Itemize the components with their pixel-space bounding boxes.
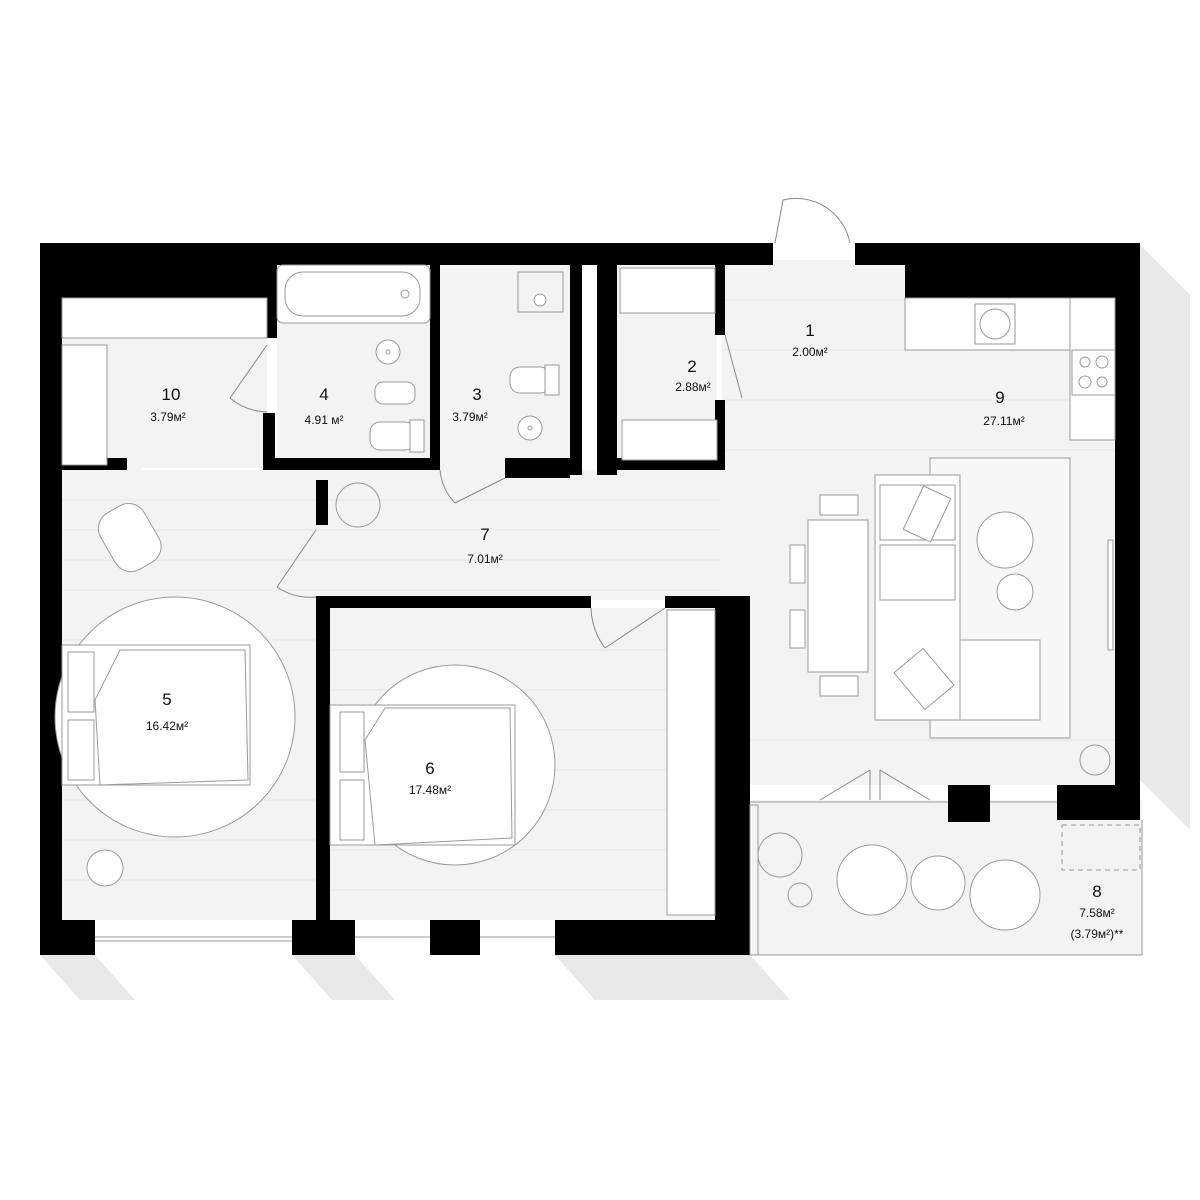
bathtub-icon [276, 264, 431, 324]
svg-text:7.01м²: 7.01м² [467, 552, 503, 566]
svg-text:(3.79м²)**: (3.79м²)** [1071, 927, 1124, 941]
door-icon [439, 469, 506, 504]
svg-text:2: 2 [687, 357, 696, 376]
wardrobe-icon [619, 267, 718, 461]
room-8-label: 8 7.58м² (3.79м²)** [1071, 882, 1124, 941]
doors [229, 197, 931, 801]
svg-text:3.79м²: 3.79м² [452, 410, 488, 424]
door-icon [276, 529, 317, 598]
plant-icon [757, 832, 813, 908]
svg-text:6: 6 [425, 759, 434, 778]
svg-text:27.11м²: 27.11м² [983, 414, 1024, 428]
plant-icon [335, 482, 1111, 776]
armchair-icon [836, 844, 1041, 931]
toilet-icon [509, 364, 560, 396]
sink-icon [517, 415, 543, 441]
storage-box [1061, 824, 1141, 871]
door-icon [590, 607, 666, 649]
room-labels: 1 2.00м² 2 2.88м² 3 3.79м² 4 4.91 м² 5 1… [146, 321, 1124, 941]
room-5-label: 5 16.42м² [146, 690, 188, 733]
wardrobe-icon [61, 297, 268, 466]
svg-text:3: 3 [472, 385, 481, 404]
sofa-icon [874, 474, 1041, 721]
coffee-table [976, 511, 1034, 611]
stove-icon [1071, 349, 1116, 396]
side-table [910, 855, 966, 911]
tv-icon [1107, 539, 1114, 651]
svg-text:4.91 м²: 4.91 м² [305, 413, 344, 427]
svg-text:3.79м²: 3.79м² [150, 410, 186, 424]
room-1-label: 1 2.00м² [792, 321, 828, 359]
furniture [54, 264, 1141, 931]
svg-text:16.42м²: 16.42м² [146, 719, 188, 733]
room-9-label: 9 27.11м² [983, 388, 1024, 428]
room-7-label: 7 7.01м² [467, 525, 503, 566]
svg-text:10: 10 [162, 385, 181, 404]
bed-icon [329, 704, 516, 846]
room-2-label: 2 2.88м² [675, 357, 711, 394]
svg-text:7: 7 [480, 525, 489, 544]
bed-icon [61, 644, 251, 786]
bidet-icon [374, 381, 416, 405]
room-6-label: 6 17.48м² [409, 759, 451, 797]
balcony-door-icon [819, 769, 931, 801]
room-4-label: 4 4.91 м² [305, 385, 344, 427]
svg-text:5: 5 [162, 690, 171, 709]
sink-icon [517, 271, 564, 313]
svg-text:2.88м²: 2.88м² [675, 380, 711, 394]
windows [95, 801, 1143, 956]
door-icon [724, 334, 743, 399]
armchair-icon [97, 503, 162, 573]
room-10-label: 10 3.79м² [150, 385, 186, 424]
room-3-label: 3 3.79м² [452, 385, 488, 424]
svg-text:9: 9 [995, 388, 1004, 407]
toilet-icon [369, 419, 425, 453]
svg-text:4: 4 [319, 385, 328, 404]
sink-icon [375, 339, 401, 365]
dining-table-icon [789, 494, 869, 697]
door-icon [229, 344, 268, 413]
svg-text:8: 8 [1092, 882, 1101, 901]
wardrobe-icon [666, 609, 716, 916]
svg-text:17.48м²: 17.48м² [409, 783, 451, 797]
svg-text:2.00м²: 2.00м² [792, 345, 828, 359]
svg-text:7.58м²: 7.58м² [1079, 906, 1115, 920]
side-table [86, 849, 124, 887]
svg-text:1: 1 [805, 321, 814, 340]
entrance-door-icon [774, 197, 851, 244]
